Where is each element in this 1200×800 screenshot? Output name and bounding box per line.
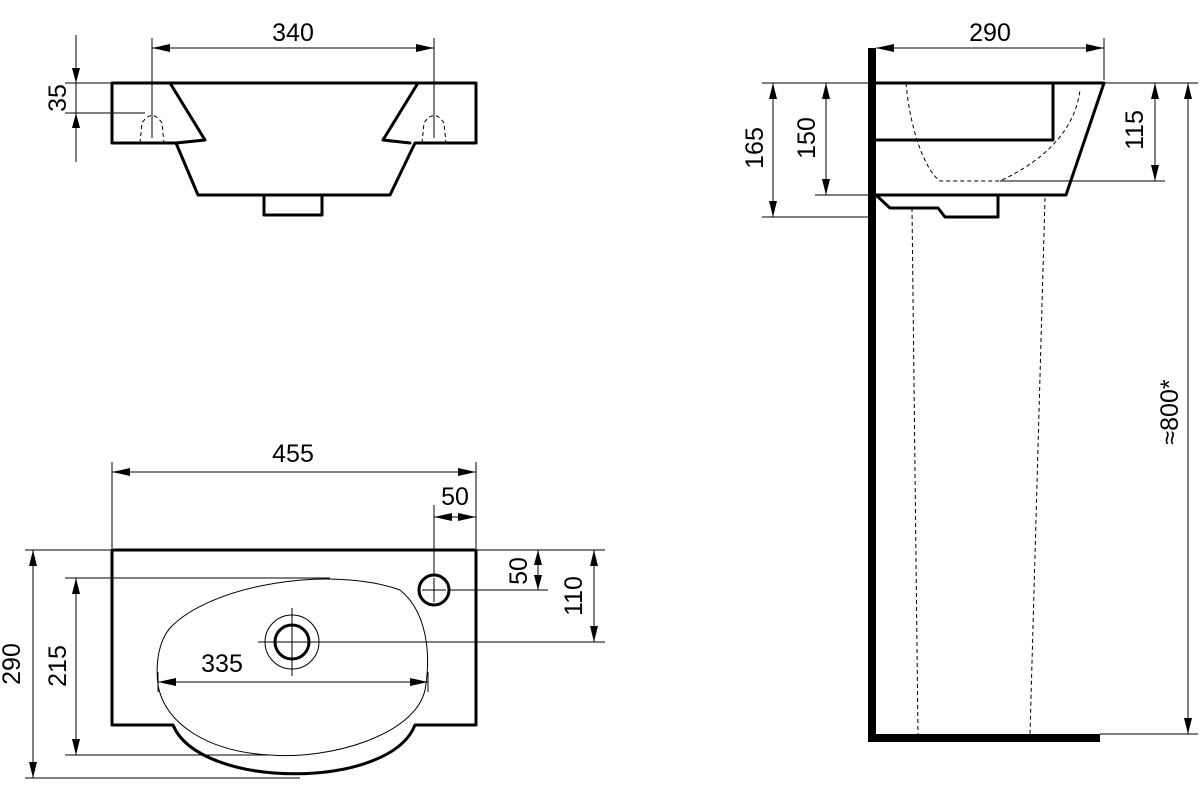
drain-hole — [258, 608, 326, 676]
tap-hole — [417, 573, 451, 607]
side-elevation-view: 290 165 150 115 ≈800* — [741, 19, 1198, 742]
basin-front-outline — [110, 81, 478, 197]
bowl-hidden-line — [905, 82, 1081, 182]
basin-height-dimension: 150 — [793, 117, 821, 159]
front-elevation-view: 340 35 — [44, 19, 478, 217]
side-depth-dimension: 290 — [969, 19, 1011, 47]
top-width-dimension: 340 — [272, 19, 314, 47]
basin-rim-section — [874, 81, 1055, 142]
pedestal-height-dimension: ≈800* — [1156, 379, 1184, 444]
right-bowl-notch — [381, 81, 420, 145]
bowl-width-dimension: 335 — [201, 650, 243, 678]
wall-line — [868, 48, 876, 742]
rim-height-dimension: 35 — [44, 84, 72, 112]
basin-underside — [874, 193, 1000, 219]
basin-side-outline — [874, 81, 1106, 197]
left-bowl-notch — [168, 81, 207, 145]
pedestal-left-hidden — [911, 207, 919, 735]
bowl-outline — [156, 578, 429, 757]
plan-view: 455 50 50 110 290 215 — [0, 440, 605, 779]
bowl-height-dimension: 115 — [1121, 110, 1149, 150]
overall-width-dimension: 455 — [272, 440, 314, 468]
total-height-dimension: 165 — [741, 127, 769, 169]
drain-depth-dimension: 110 — [560, 576, 588, 616]
pedestal-right-hidden — [1029, 197, 1046, 735]
basin-plan-outline — [110, 548, 478, 776]
tap-offset-dimension: 50 — [441, 483, 469, 511]
bowl-depth-dimension: 215 — [44, 645, 72, 687]
floor-line — [868, 734, 1100, 742]
drain-outlet — [262, 193, 324, 217]
left-tap-hole-hidden — [139, 115, 165, 144]
right-tap-hole-hidden — [421, 115, 447, 144]
overall-depth-dimension: 290 — [0, 643, 26, 685]
tap-depth-dimension: 50 — [505, 557, 533, 585]
